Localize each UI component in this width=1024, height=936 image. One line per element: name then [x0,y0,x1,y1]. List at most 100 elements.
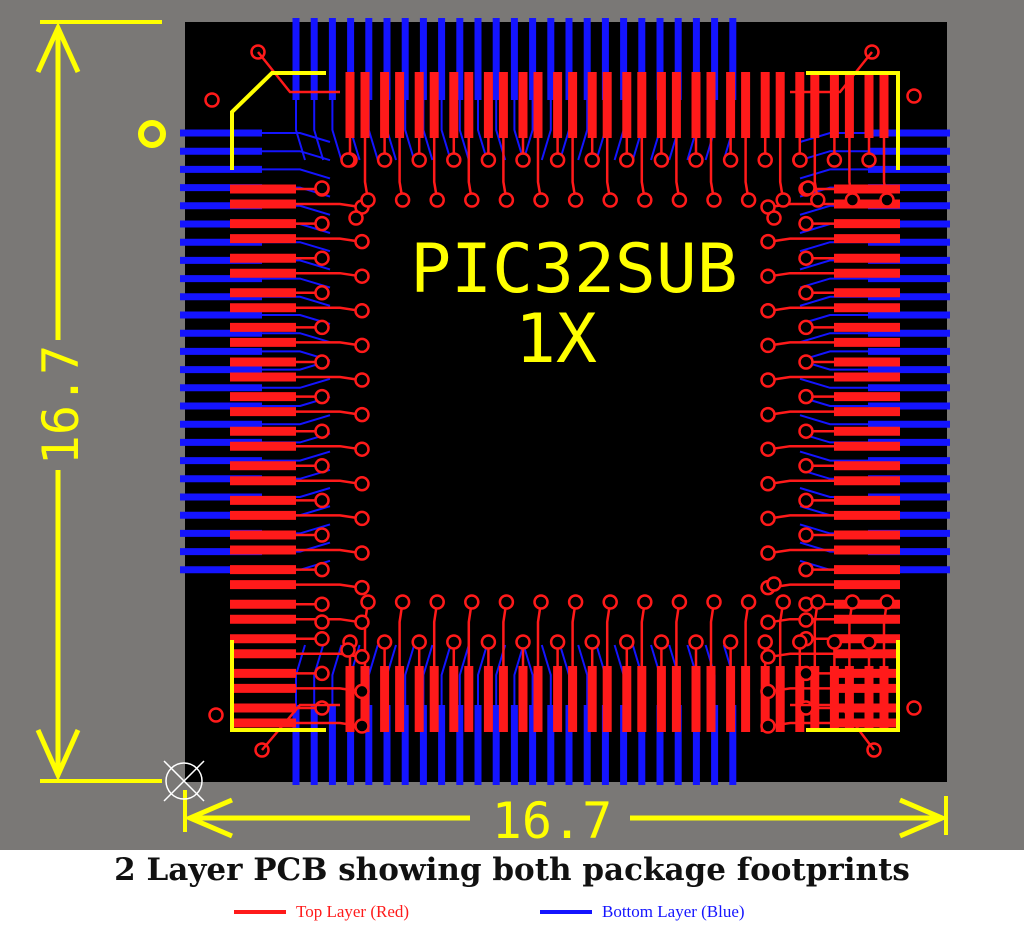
via [376,152,393,168]
bottom-trace [799,450,868,462]
via [688,152,704,168]
via [394,594,411,610]
via [567,594,584,610]
top-trace [769,375,834,382]
via [429,192,445,208]
bottom-trace [440,644,452,705]
top-trace [296,548,361,555]
dim-v-arrow-top [35,21,81,74]
bottom-trace [799,414,868,426]
via [314,492,330,509]
via [766,210,782,226]
via [354,476,370,492]
via [706,594,722,610]
via [792,152,808,168]
bottom-trace [799,377,868,389]
via [354,510,370,527]
top-trace [769,306,834,313]
via [760,545,776,561]
via [411,152,427,168]
bottom-trace [262,277,331,289]
pcb-view: PIC32SUB 1X 16.7 16.7 [0,0,1024,850]
via [760,233,776,250]
via [584,634,600,650]
via [533,594,549,610]
silk-outline-top-right [806,71,900,170]
via [757,152,773,168]
via [533,192,549,208]
top-trace [296,583,361,589]
via [722,634,739,650]
top-trace [296,444,361,451]
via [354,337,370,354]
via [760,372,776,388]
via [314,527,330,543]
bottom-trace [799,150,868,162]
via [760,441,776,457]
via [498,192,515,208]
top-trace [769,341,834,347]
via [354,718,370,734]
via [354,649,370,665]
bottom-trace [799,277,868,289]
bottom-trace [522,100,534,161]
top-trace [769,721,834,728]
via [515,634,531,650]
via [861,634,877,650]
via [619,634,635,650]
top-trace [257,51,340,94]
bottom-trace [540,100,552,161]
via [446,152,462,168]
via [446,634,462,650]
via [760,303,776,319]
top-trace [296,652,361,659]
bottom-trace [262,450,331,462]
layer-legend: Top Layer (Red) Bottom Layer (Blue) [0,900,1024,930]
bottom-trace [262,332,331,344]
via [314,596,330,612]
via [760,268,776,284]
top-trace [296,410,361,416]
top-trace [769,479,834,486]
via [798,388,814,405]
via [798,561,814,578]
via [798,423,814,439]
via [760,337,776,354]
via [314,388,330,405]
via [204,92,220,108]
via [354,372,370,388]
legend-label-top: Top Layer (Red) [296,902,410,921]
via [826,152,843,168]
bottom-trace [577,100,589,161]
via [314,561,330,578]
legend-item-top-layer: Top Layer (Red) [234,902,409,922]
via [671,594,688,610]
via [314,319,330,336]
via [798,354,814,370]
dimension-vertical-label: 16.7 [32,345,90,465]
top-trace [296,271,361,278]
via [411,634,427,650]
legend-swatch-top [234,910,286,914]
via [879,192,895,208]
via [498,594,515,610]
via [354,579,370,596]
via [906,88,922,104]
bottom-trace [477,644,488,705]
via [766,576,782,592]
via [810,192,826,208]
top-trace [769,237,834,243]
via [354,545,370,561]
via [314,250,330,266]
top-trace [296,479,361,486]
top-trace [296,375,361,382]
via [798,492,814,509]
via [549,634,566,650]
via [798,215,814,232]
via [798,250,814,266]
via [348,210,364,226]
top-trace [261,703,340,751]
top-trace [296,617,361,624]
via [354,406,370,423]
via [314,285,330,301]
